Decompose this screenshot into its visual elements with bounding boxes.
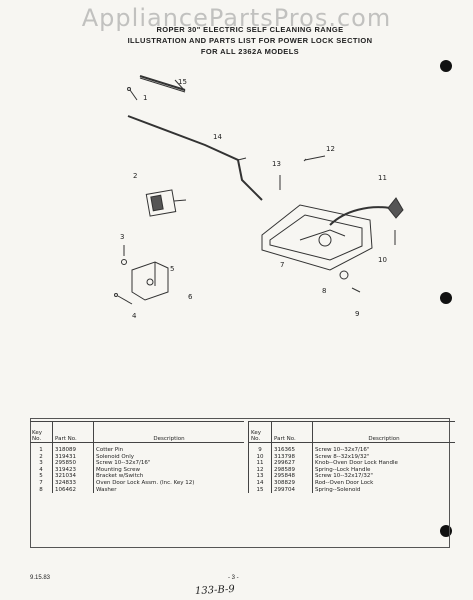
part-7-lock-assembly <box>261 204 391 271</box>
part-12-spring <box>303 155 326 162</box>
callout-3: 3 <box>120 233 125 241</box>
callout-12: 12 <box>326 145 335 153</box>
footer-date: 9.15.83 <box>30 575 51 581</box>
part-9-screw <box>351 287 361 293</box>
header-part: Part No. <box>271 421 313 443</box>
binder-hole-top <box>440 60 452 72</box>
callout-2: 2 <box>133 172 138 180</box>
part-8-washer <box>339 270 349 280</box>
callout-5: 5 <box>170 265 175 273</box>
part-14-rod <box>127 115 263 201</box>
callout-14: 14 <box>213 133 222 141</box>
header-description: Description <box>312 421 455 443</box>
part-15-spring <box>139 75 186 93</box>
callout-15: 15 <box>178 78 187 86</box>
callout-13: 13 <box>272 160 281 168</box>
binder-hole-middle <box>440 292 452 304</box>
footer-page-number: - 3 - <box>228 575 239 581</box>
part-5-bracket <box>131 261 169 301</box>
part-11-knob <box>387 197 404 219</box>
callout-4: 4 <box>132 312 137 320</box>
header-part: Part No. <box>52 421 94 443</box>
handwritten-note: 133-B-9 <box>194 583 236 598</box>
part-4-screw <box>114 293 133 305</box>
header-line-2: ILLUSTRATION AND PARTS LIST FOR POWER LO… <box>127 36 373 45</box>
callout-8: 8 <box>322 287 327 295</box>
callout-6: 6 <box>188 293 193 301</box>
part-2-solenoid <box>145 189 187 217</box>
diagram-drawing <box>114 75 404 305</box>
exploded-parts-diagram: 15 1 14 2 13 12 11 3 7 10 6 8 4 9 5 <box>0 60 473 340</box>
watermark: AppliancePartsPros.com <box>81 4 392 32</box>
header-line-1: ROPER 30" ELECTRIC SELF CLEANING RANGE <box>156 25 344 34</box>
callout-1: 1 <box>143 94 148 102</box>
callout-10: 10 <box>378 256 387 264</box>
header-line-3: FOR ALL 2362A MODELS <box>200 47 300 56</box>
callout-9: 9 <box>355 310 360 318</box>
header-key: Key No. <box>248 421 272 443</box>
header-key: Key No. <box>30 421 53 443</box>
page-header: ROPER 30" ELECTRIC SELF CLEANING RANGE I… <box>60 24 440 57</box>
part-3-screw <box>121 245 127 265</box>
callout-7: 7 <box>280 261 285 269</box>
callout-11: 11 <box>378 174 387 182</box>
header-description: Description <box>93 421 244 443</box>
part-1-pin <box>127 87 138 101</box>
